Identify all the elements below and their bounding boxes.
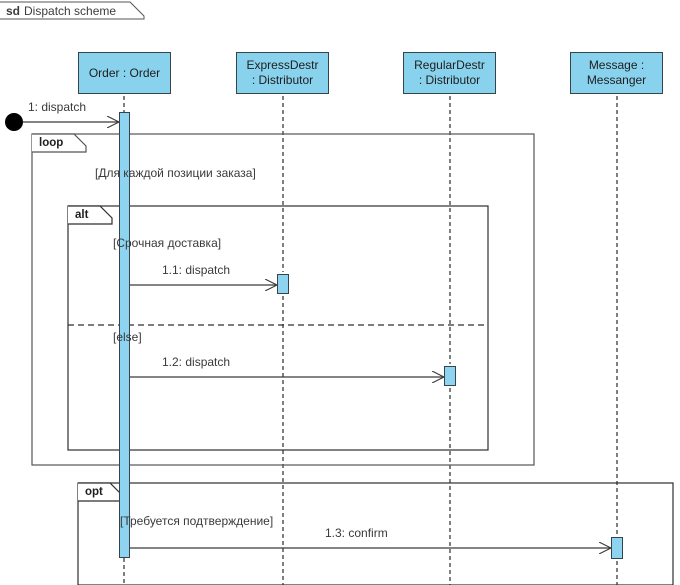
message-label-1-1: 1.1: dispatch <box>162 263 231 277</box>
guard-opt: [Требуется подтверждение] <box>120 514 274 528</box>
lifeline-head-message[interactable]: Message : Messanger <box>570 52 663 94</box>
activation-bar-message <box>611 537 623 559</box>
activation-bar-regulardestr <box>444 366 456 386</box>
activation-bar-expressdestr <box>277 274 289 294</box>
lifeline-head-regulardestr[interactable]: RegularDestr : Distributor <box>403 52 496 94</box>
guard-alt-else: [else] <box>113 330 142 344</box>
message-label-1: 1: dispatch <box>28 100 87 114</box>
lifeline-message-line1: Message : <box>588 58 645 72</box>
fragment-loop-frame <box>31 133 535 466</box>
start-node <box>5 113 23 131</box>
lifeline-dashes <box>123 96 618 585</box>
frame-tab-outline <box>0 1 145 20</box>
guard-alt-first: [Срочная доставка] <box>113 236 222 250</box>
diagram-frame-tab: sd Dispatch scheme <box>0 2 118 19</box>
message-arrows <box>23 122 611 548</box>
lifeline-head-expressdestr[interactable]: ExpressDestr : Distributor <box>236 52 329 94</box>
lifeline-head-order[interactable]: Order : Order <box>78 52 171 94</box>
fragment-operator-alt: alt <box>75 209 89 221</box>
lifeline-express-line1: ExpressDestr <box>246 58 319 72</box>
message-label-1-2: 1.2: dispatch <box>162 355 231 369</box>
fragment-operator-loop: loop <box>39 137 64 149</box>
fragment-operator-opt: opt <box>85 486 103 498</box>
lifeline-regular-line1: RegularDestr <box>414 58 485 72</box>
lifeline-order-line1: Order : Order <box>88 65 161 80</box>
lifeline-express-line2: : Distributor <box>251 73 314 87</box>
diagram-title: Dispatch scheme <box>24 3 117 18</box>
fragment-alt-frame <box>67 205 489 451</box>
message-label-1-3: 1.3: confirm <box>325 526 388 540</box>
guard-loop: [Для каждой позиции заказа] <box>95 166 256 180</box>
diagram-keyword: sd <box>6 3 21 18</box>
lifeline-regular-line2: : Distributor <box>418 73 481 87</box>
lifeline-message-line2: Messanger <box>586 73 647 87</box>
activation-bar-order <box>119 112 130 558</box>
